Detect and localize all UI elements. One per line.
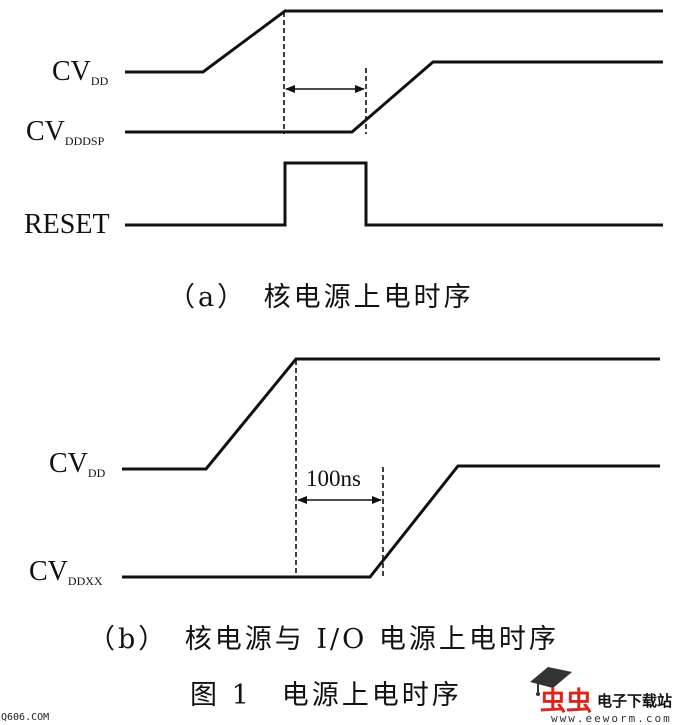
- panel-a: CVDD CVDDDSP RESET （a） 核电源上电时序: [24, 9, 663, 313]
- brand-url: www.eeworm.com: [551, 712, 672, 725]
- brand-text: 电子下载站: [597, 692, 672, 710]
- signal-label-cvdd-a: CVDD: [52, 56, 109, 88]
- signal-label-cvddxx-b: CVDDXX: [29, 556, 103, 588]
- signal-label-reset-a: RESET: [24, 209, 110, 240]
- waveform-reset-a: [125, 161, 663, 227]
- waveform-cvddxx-b: [122, 464, 660, 579]
- panel-a-caption: （a） 核电源上电时序: [168, 282, 474, 313]
- signal-label-cvdddsp-a: CVDDDSP: [26, 116, 105, 148]
- figure-caption: 图 1 电源上电时序: [190, 680, 462, 711]
- waveform-cvdd-b: [122, 357, 660, 471]
- graduation-cap-icon: [530, 667, 572, 696]
- panel-b-caption: （b） 核电源与 I/O 电源上电时序: [88, 624, 559, 655]
- watermark-brand: 虫虫 电子下载站 www.eeworm.com: [530, 667, 672, 725]
- waveform-cvdddsp-a: [125, 60, 663, 134]
- panel-b: CVDD CVDDXX 100ns （b） 核电源与 I/O 电源上电时序: [29, 357, 660, 655]
- waveform-cvdd-a: [125, 9, 663, 74]
- brand-glyphs: 虫虫: [540, 687, 592, 717]
- signal-label-cvdd-b: CVDD: [49, 448, 106, 480]
- watermark-left: Q606.COM: [1, 712, 49, 723]
- interval-label-100ns: 100ns: [306, 466, 361, 491]
